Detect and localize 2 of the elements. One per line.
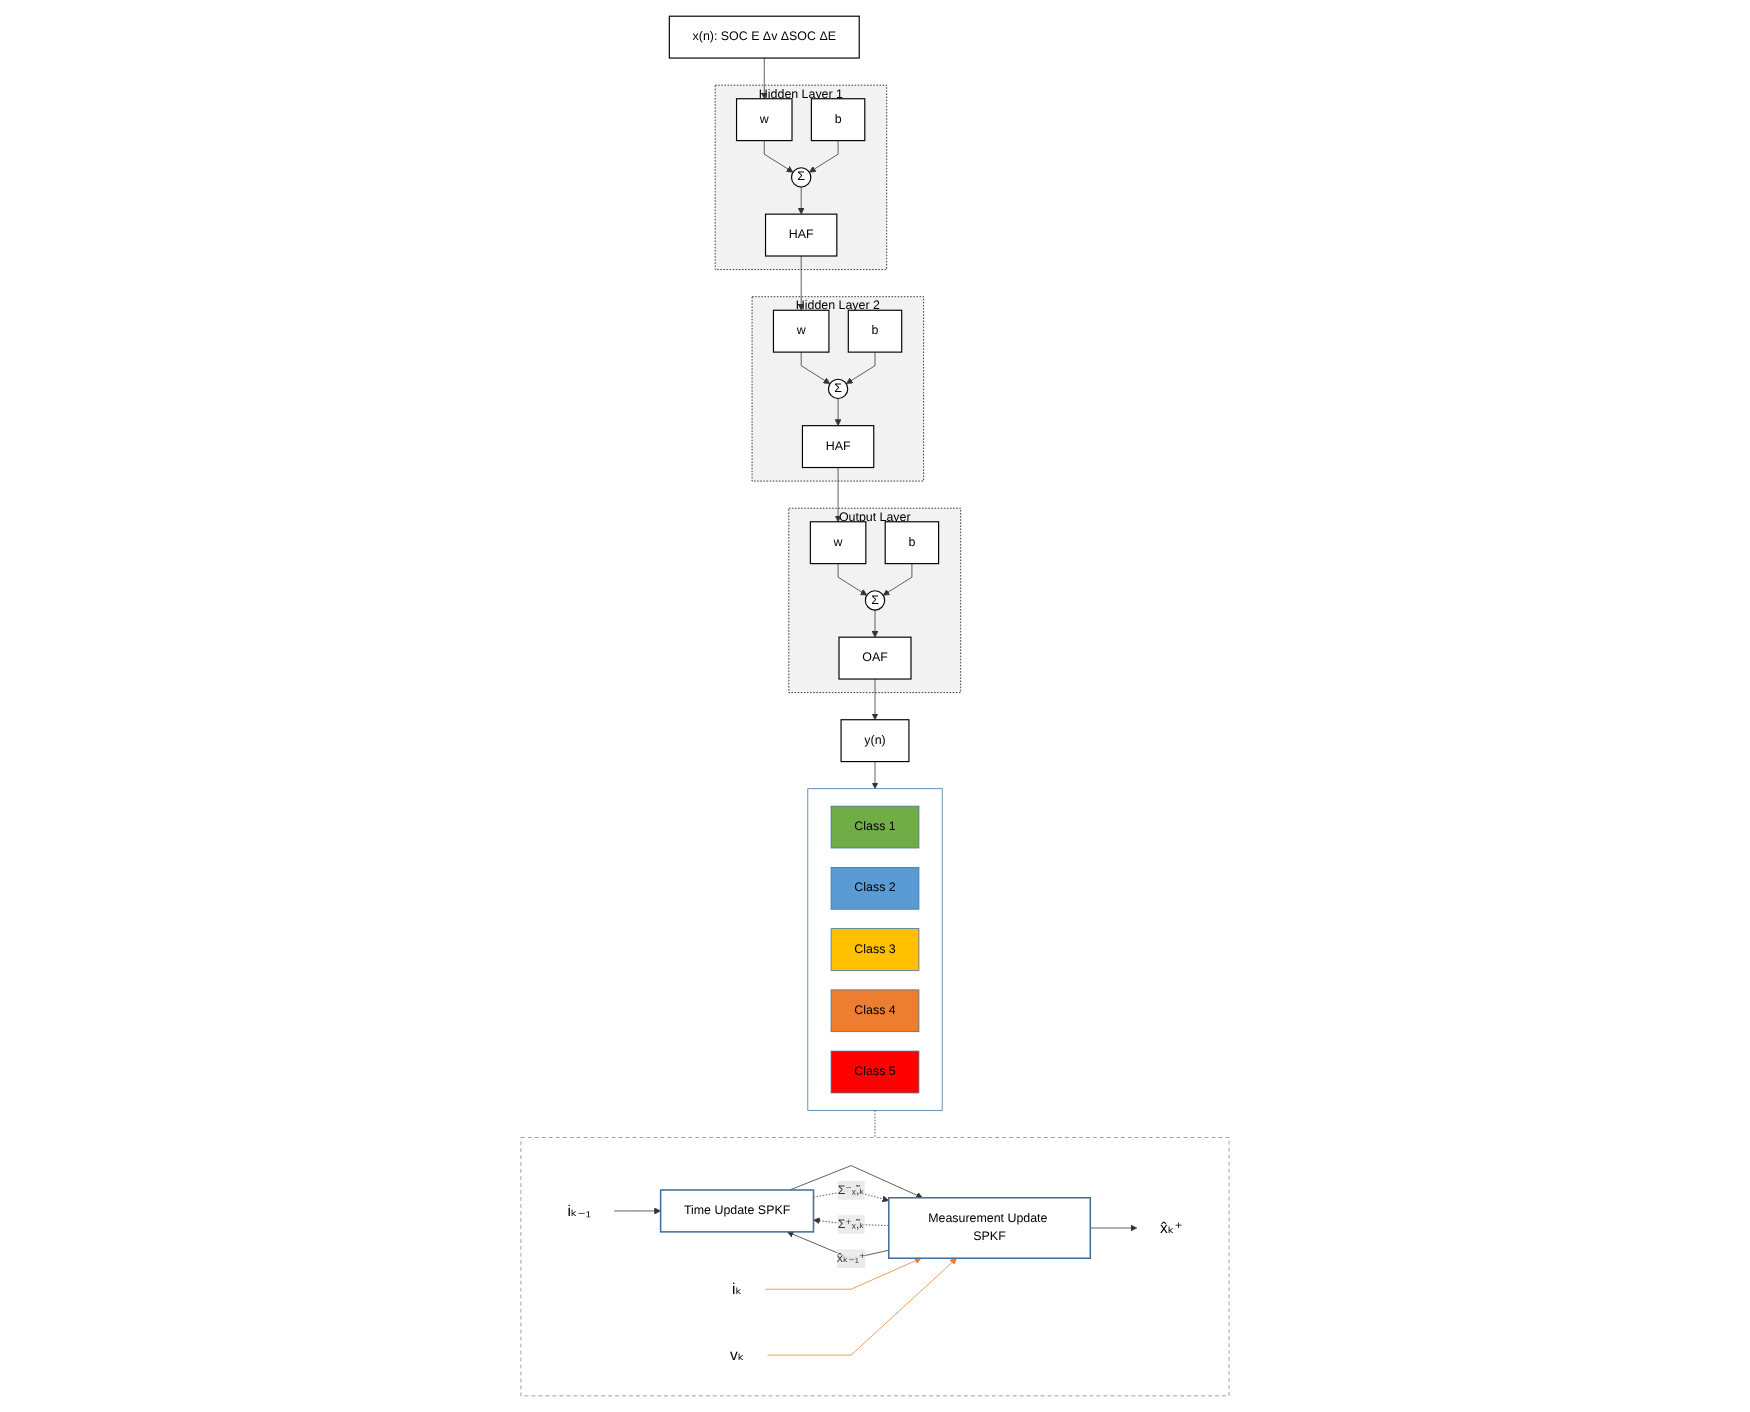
cluster (520, 1137, 1230, 1397)
cluster (807, 788, 943, 1111)
